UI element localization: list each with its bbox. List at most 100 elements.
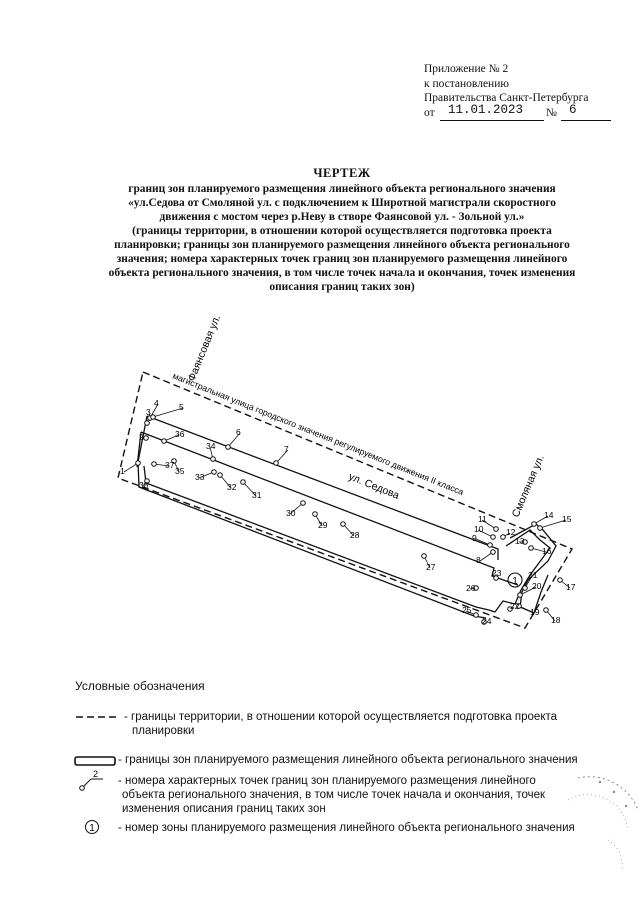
point-circle xyxy=(543,607,549,613)
point-circle xyxy=(240,479,246,485)
point-label-5: 5 xyxy=(179,402,184,412)
point-marker-25: 25 xyxy=(462,605,479,618)
point-label-37: 37 xyxy=(165,460,175,470)
point-circle xyxy=(500,534,506,540)
point-leader-line xyxy=(242,481,257,497)
point-marker-35: 35 xyxy=(171,458,185,476)
point-label-13: 13 xyxy=(515,536,525,546)
point-marker-16: 16 xyxy=(528,545,552,556)
appendix-line-3: Правительства Санкт-Петербурга xyxy=(424,92,589,104)
point-marker-37: 37 xyxy=(151,460,175,470)
point-leader-line xyxy=(519,586,537,596)
point-marker-22: 22 xyxy=(507,601,520,612)
appendix-line-1: Приложение № 2 xyxy=(424,63,509,75)
point-circle xyxy=(171,458,177,464)
point-circle xyxy=(528,545,534,551)
point-circle xyxy=(217,472,223,478)
territory-boundary xyxy=(117,371,574,629)
legend-item-territory-text: - границы территории, в отношении которо… xyxy=(124,711,558,723)
title-line-4: (границы территории, в отношении которой… xyxy=(132,225,552,237)
point-circle xyxy=(490,534,496,540)
appendix-line-2: к постановлению xyxy=(424,77,509,90)
point-label-20: 20 xyxy=(532,581,542,591)
point-label-23: 23 xyxy=(492,568,502,578)
point-circle xyxy=(473,612,479,618)
point-circle xyxy=(522,585,528,591)
point-circle xyxy=(144,478,150,484)
point-circle xyxy=(487,542,493,548)
point-label-18: 18 xyxy=(551,615,561,625)
point-circle xyxy=(312,511,318,517)
point-marker-2: 2 xyxy=(139,432,149,442)
point-label-38: 38 xyxy=(139,480,149,490)
point-label-29: 29 xyxy=(318,520,328,530)
point-circle xyxy=(135,460,141,466)
point-label-3: 3 xyxy=(146,407,151,417)
point-circle xyxy=(493,526,499,532)
zone-number-label: 1 xyxy=(512,576,518,587)
point-marker-19: 19 xyxy=(516,603,540,617)
point-label-24: 24 xyxy=(482,616,492,626)
point-circle xyxy=(143,435,149,441)
point-circle xyxy=(537,525,543,531)
point-label-27: 27 xyxy=(426,562,436,572)
document-title-block: ЧЕРТЕЖ границ зон планируемого размещени… xyxy=(62,166,622,294)
point-circle xyxy=(144,420,150,426)
legend-zone-symbol xyxy=(74,756,116,766)
point-label-19: 19 xyxy=(530,607,540,617)
point-marker-30: 30 xyxy=(286,500,306,518)
title-line-3: движения с мостом через р.Неву в створе … xyxy=(159,211,525,223)
point-circle xyxy=(507,606,513,612)
appendix-header: Приложение № 2 к постановлению Правитель… xyxy=(424,62,611,122)
point-circle xyxy=(273,460,279,466)
point-marker-18: 18 xyxy=(543,607,561,625)
point-marker-38: 38 xyxy=(139,478,150,490)
point-label-30: 30 xyxy=(286,508,296,518)
number-value: 6 xyxy=(569,102,577,117)
point-label-2: 2 xyxy=(139,432,144,442)
point-circle xyxy=(150,414,156,420)
point-label-17: 17 xyxy=(566,582,576,592)
point-marker-17: 17 xyxy=(557,577,576,592)
point-leader-line xyxy=(219,474,232,489)
point-circle xyxy=(421,553,427,559)
document-title: ЧЕРТЕЖ xyxy=(313,166,371,180)
legend-title: Условные обозначения xyxy=(75,679,205,693)
point-circle xyxy=(211,469,217,475)
point-marker-8: 8 xyxy=(476,549,496,565)
point-label-1: 1 xyxy=(120,466,125,476)
point-label-21: 21 xyxy=(528,570,538,580)
point-label-32: 32 xyxy=(227,482,237,492)
point-marker-26: 26 xyxy=(466,583,479,593)
legend-item-territory-text-2: планировки xyxy=(132,725,195,737)
street-label-smolyanaya: Смоляная ул. xyxy=(510,453,547,519)
point-circle xyxy=(522,539,528,545)
point-label-36: 36 xyxy=(175,429,185,439)
point-marker-34: 34 xyxy=(206,441,216,462)
number-prefix: № xyxy=(546,106,557,119)
point-marker-6: 6 xyxy=(225,427,241,450)
date-underline xyxy=(440,119,544,121)
date-value: 11.01.2023 xyxy=(448,102,524,117)
point-marker-14: 14 xyxy=(531,510,554,527)
point-marker-29: 29 xyxy=(312,511,328,530)
point-marker-33: 33 xyxy=(195,469,217,482)
point-label-6: 6 xyxy=(236,427,241,437)
point-label-11: 11 xyxy=(478,514,487,524)
title-line-8: описания границ таких зон) xyxy=(269,281,415,293)
point-circle xyxy=(300,500,306,506)
title-line-7: объекта регионального значения, в том чи… xyxy=(108,267,576,279)
point-marker-10: 10 xyxy=(474,524,496,540)
point-label-34: 34 xyxy=(206,441,216,451)
point-label-16: 16 xyxy=(542,546,552,556)
street-label-faiansovaya: Фаянсовая ул. xyxy=(186,313,224,383)
point-circle xyxy=(531,521,537,527)
point-label-35: 35 xyxy=(175,466,185,476)
point-circle xyxy=(490,549,496,555)
legend-item-points-text-2: объекта регионального значения, в том чи… xyxy=(122,789,546,801)
point-label-9: 9 xyxy=(472,533,477,543)
title-line-5: планировки; границы зон планируемого раз… xyxy=(114,239,570,251)
point-marker-21: 21 xyxy=(522,570,538,591)
